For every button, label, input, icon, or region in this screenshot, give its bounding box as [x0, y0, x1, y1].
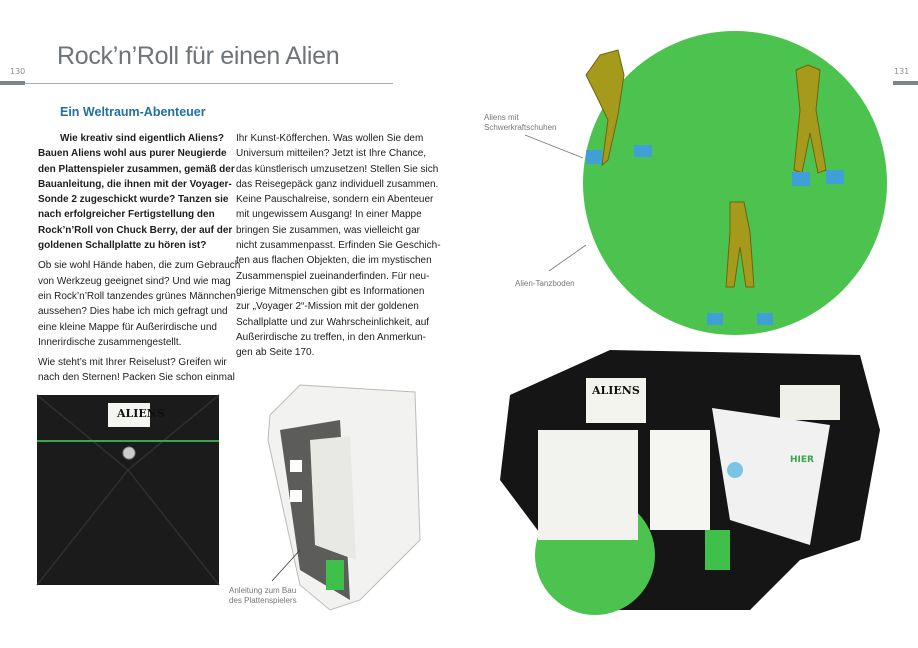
paragraph: Ob sie wohl Hände haben, die zum Gebrauc…: [38, 258, 240, 350]
collage-card-label: ALIENS: [592, 384, 640, 397]
text-line: Sonde 2 zugeschickt wurde? Tanzen sie: [38, 194, 229, 206]
text-line: mit ungewissem Ausgang! In einer Mappe: [236, 209, 422, 221]
text-line: den Plattenspieler zusammen, gemäß der: [38, 163, 235, 175]
text-line: von Werkzeug geeignet sind? Und wie mag: [38, 275, 231, 287]
collage-note: HIER: [790, 455, 814, 465]
text-line: Zusammenspiel zueinanderfinden. Für neu-: [236, 270, 430, 282]
text-line: Universum mitteilen? Jetzt ist Ihre Chan…: [236, 148, 427, 160]
caption-aliens: Aliens mit Schwerkraftschuhen: [484, 113, 556, 133]
caption-line: des Plattenspielers: [229, 596, 297, 605]
text-line: Schallplatte und zur Wahrscheinlichkeit,…: [236, 316, 430, 328]
alien-dance-floor-photo: [524, 31, 887, 335]
caption-floor: Alien-Tanzboden: [515, 279, 575, 288]
text-line: Ob sie wohl Hände haben, die zum Gebrauc…: [38, 260, 241, 272]
text-line: bringen Sie zusammen, was vielleicht gar: [236, 224, 420, 236]
text-line: Bauanleitung, die ihnen mit der Voyager-: [38, 178, 232, 190]
caption-line: Aliens mit: [484, 113, 519, 122]
text-line: Außerirdische zu treffen, in den Anmerku…: [236, 331, 426, 343]
page-bar-left: [0, 81, 25, 85]
page-title: Rock’n’Roll für einen Alien: [57, 42, 340, 70]
text-line: zur „Voyager 2“-Mission mit der goldenen: [236, 301, 419, 313]
text-line: das künstlerisch umzusetzen! Stellen Sie…: [236, 163, 439, 175]
text-line: nach erfolgreicher Fertigstellung den: [38, 209, 215, 221]
caption-line: Schwerkraftschuhen: [484, 123, 557, 132]
text-line: Wie kreativ sind eigentlich Aliens?: [60, 133, 225, 144]
text-line: eine kleine Mappe für Außerirdische und: [38, 321, 217, 333]
page-number-left: 130: [10, 67, 26, 76]
text-line: Ihr Kunst-Köfferchen. Was wollen Sie dem: [236, 133, 424, 144]
text-line: gierige Mitmenschen gibt es Informatione…: [236, 285, 425, 297]
text-line: Wie steht’s mit Ihrer Reiselust? Greifen…: [38, 357, 227, 369]
text-column-1: Wie kreativ sind eigentlich Aliens? Bauen…: [38, 131, 240, 391]
title-rule: [25, 83, 393, 84]
page-bar-right: [893, 81, 918, 85]
text-line: Keine Pauschalreise, sondern ein Abenteu…: [236, 194, 434, 206]
text-line: Rock’n’Roll von Chuck Berry, der auf der: [38, 224, 233, 236]
text-line: aussehen? Dies habe ich mich gefragt und: [38, 306, 228, 318]
text-line: nach den Sternen! Packen Sie schon einma…: [38, 372, 235, 384]
text-line: goldenen Schallplatte zu hören ist?: [38, 240, 207, 252]
text-line: Bauen Aliens wohl aus purer Neugierde: [38, 148, 227, 160]
caption-manual: Anleitung zum Bau des Plattenspielers: [229, 586, 297, 606]
folder-label: ALIENS: [117, 407, 165, 420]
text-column-2: Ihr Kunst-Köfferchen. Was wollen Sie dem…: [236, 131, 441, 360]
text-line: das Reisegepäck ganz individuell zusamme…: [236, 178, 439, 190]
text-line: Innerirdische zusammengestellt.: [38, 336, 182, 348]
manual-photo: [267, 384, 421, 611]
text-line: nicht zusammenpasst. Erfinden Sie Geschi…: [236, 240, 441, 252]
collage-photo: [500, 350, 880, 615]
text-line: ten aus flachen Objekten, die im mystisc…: [236, 255, 432, 267]
caption-line: Anleitung zum Bau: [229, 586, 297, 595]
paragraph: Wie kreativ sind eigentlich Aliens? Bauen…: [38, 131, 240, 253]
page-number-right: 131: [894, 67, 910, 76]
paragraph: Wie steht’s mit Ihrer Reiselust? Greifen…: [38, 355, 240, 386]
folder-photo: [36, 394, 220, 586]
text-line: ein Rock’n’Roll tanzendes grünes Männche…: [38, 290, 236, 302]
section-heading: Ein Weltraum-Abenteuer: [60, 105, 206, 119]
text-line: gen ab Seite 170.: [236, 347, 315, 359]
